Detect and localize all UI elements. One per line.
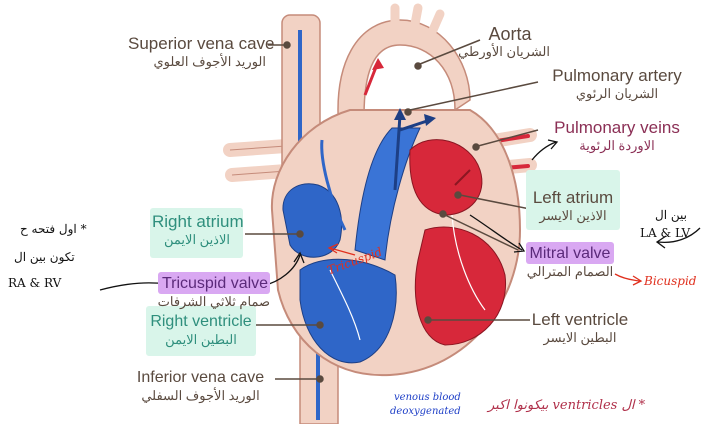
pulmonary-veins-ar: الاوردة الرئوية (542, 138, 692, 154)
left-atrium-en: Left atrium (526, 188, 620, 208)
label-inferior-vena-cave: Inferior vena cave الوريد الأجوف السفلي (128, 368, 273, 404)
label-pulmonary-veins: Pulmonary veins الاوردة الرئوية (542, 118, 692, 154)
handwritten-bottom-note: * ال ventricles بيكونوا اكبر (488, 398, 645, 413)
label-right-atrium: Right atrium الاذين الايمن (152, 212, 242, 248)
left-ventricle-ar: البطين الايسر (530, 330, 630, 346)
label-superior-vena-cave: Superior vena cave الوريد الأجوف العلوي (128, 34, 266, 70)
handwritten-venous-2: deoxygenated (390, 406, 461, 417)
label-right-ventricle: Right ventricle البطين الايمن (146, 312, 256, 348)
superior-vena-cave-ar: الوريد الأجوف العلوي (128, 54, 266, 70)
handwritten-note-left-3: RA & RV (8, 276, 61, 290)
tricuspid-valve-en: Tricuspid valve (160, 274, 270, 294)
left-ventricle-en: Left ventricle (530, 310, 630, 330)
pulmonary-artery-ar: الشريان الرئوي (542, 86, 692, 102)
handwritten-venous-1: venous blood (394, 392, 461, 403)
mitral-valve-ar: الصمام المترالي (520, 264, 620, 280)
right-atrium-en: Right atrium (152, 212, 242, 232)
label-left-atrium: Left atrium الاذين الايسر (526, 188, 620, 224)
label-aorta: Aorta الشريان الأورطي (470, 24, 550, 60)
handwritten-note-left-1: * اول فتحه ح (20, 222, 87, 236)
handwritten-note-left-2: تكون بين ال (14, 250, 75, 264)
right-ventricle-ar: البطين الايمن (146, 332, 256, 348)
label-left-ventricle: Left ventricle البطين الايسر (530, 310, 630, 346)
mitral-valve-en: Mitral valve (520, 244, 620, 264)
handwritten-bicuspid: Bicuspid (644, 274, 696, 288)
superior-vena-cave-en: Superior vena cave (128, 34, 266, 54)
label-tricuspid-valve: Tricuspid valve صمام ثلاثي الشرفات (160, 274, 270, 310)
right-ventricle-en: Right ventricle (146, 312, 256, 332)
tricuspid-valve-ar: صمام ثلاثي الشرفات (160, 294, 270, 310)
inferior-vena-cave-ar: الوريد الأجوف السفلي (128, 388, 273, 404)
left-atrium-ar: الاذين الايسر (526, 208, 620, 224)
aorta-ar: الشريان الأورطي (470, 44, 550, 60)
pulmonary-artery-en: Pulmonary artery (542, 66, 692, 86)
label-pulmonary-artery: Pulmonary artery الشريان الرئوي (542, 66, 692, 102)
inferior-vena-cave-en: Inferior vena cave (128, 368, 273, 388)
label-mitral-valve: Mitral valve الصمام المترالي (520, 244, 620, 280)
handwritten-note-right-2: LA & LV (640, 226, 690, 240)
handwritten-note-right-1: بين ال (655, 208, 687, 222)
right-atrium-ar: الاذين الايمن (152, 232, 242, 248)
pulmonary-veins-en: Pulmonary veins (542, 118, 692, 138)
aorta-en: Aorta (470, 24, 550, 44)
